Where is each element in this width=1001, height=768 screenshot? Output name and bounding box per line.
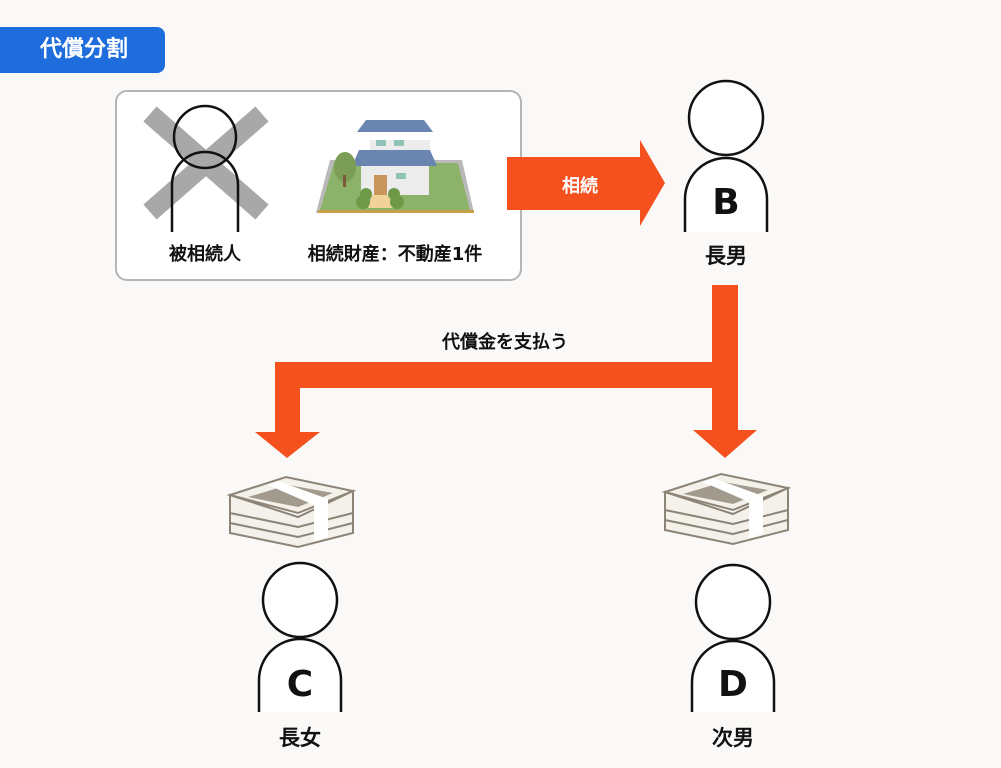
estate-label: 相続財産：不動産1件 xyxy=(307,244,483,265)
person-d-label: 次男 xyxy=(712,726,754,750)
person-d-letter: D xyxy=(718,664,748,705)
person-c-letter: C xyxy=(286,664,314,705)
person-b-letter: B xyxy=(712,182,740,223)
money-stack-icon xyxy=(226,475,357,549)
payment-arrows xyxy=(255,285,757,458)
title-badge: 代償分割 xyxy=(0,27,165,73)
decedent-label: 被相続人 xyxy=(169,244,241,265)
person-b-label: 長男 xyxy=(705,244,747,268)
deceased-person-icon xyxy=(143,104,269,232)
person-c-label: 長女 xyxy=(279,726,321,750)
person-c-icon xyxy=(257,561,343,712)
person-d-icon xyxy=(690,563,776,712)
person-b-icon xyxy=(683,79,769,232)
payment-label: 代償金を支払う xyxy=(442,332,568,353)
money-stack-icon xyxy=(661,472,792,546)
inherit-arrow xyxy=(507,140,665,226)
inherit-label: 相続 xyxy=(562,176,598,197)
house-icon xyxy=(316,120,474,213)
